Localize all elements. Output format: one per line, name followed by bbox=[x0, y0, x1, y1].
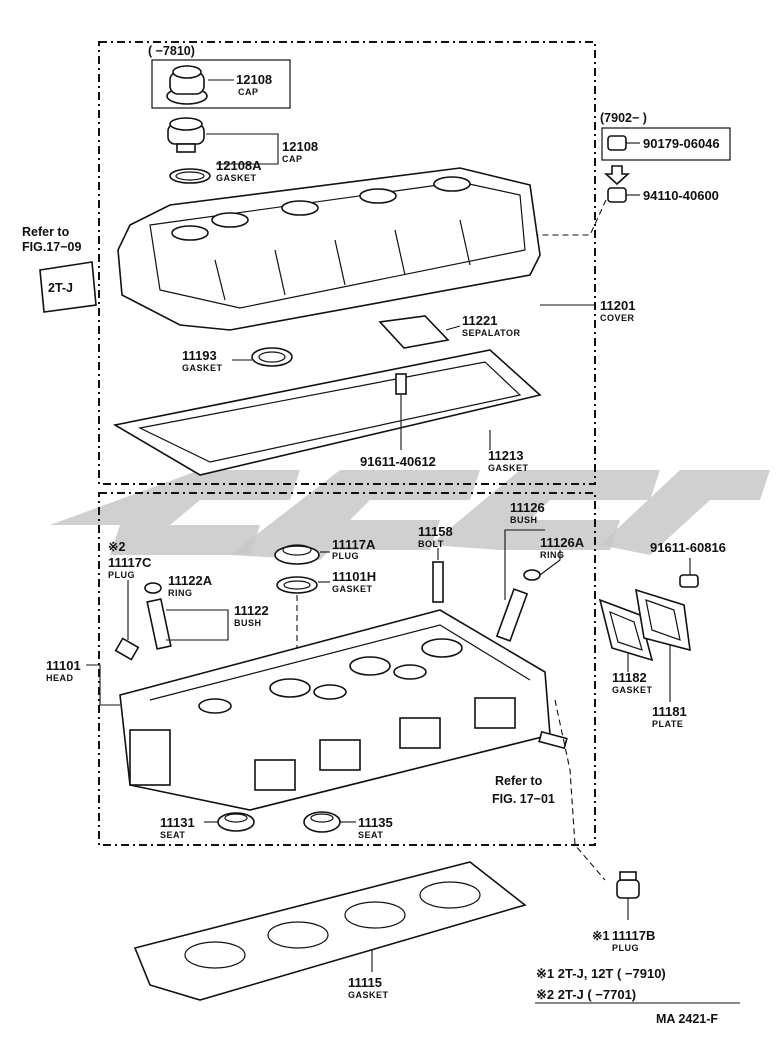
upper-group-frame bbox=[98, 41, 596, 485]
gasket-11115-name: GASKET bbox=[348, 990, 389, 1000]
plate-11181-number: 11181 bbox=[652, 704, 687, 719]
cover-name: COVER bbox=[600, 313, 635, 323]
gasket-11182-name: GASKET bbox=[612, 685, 653, 695]
bolt-91611-40612-number: 91611-40612 bbox=[360, 454, 436, 469]
seat-11131-name: SEAT bbox=[160, 830, 185, 840]
gasket-11213 bbox=[112, 349, 542, 476]
bush-11122-name: BUSH bbox=[234, 618, 262, 628]
seat-11135-name: SEAT bbox=[358, 830, 383, 840]
gasket-11182-number: 11182 bbox=[612, 670, 647, 685]
stud-bolt bbox=[538, 730, 568, 750]
cap-12108-a bbox=[166, 65, 208, 105]
bolt-91611-40612 bbox=[395, 373, 407, 395]
plug-11117c-mark: ※2 bbox=[108, 540, 125, 554]
nut-94110-number: 94110-40600 bbox=[643, 188, 719, 203]
cap-a-name: CAP bbox=[238, 87, 259, 97]
gasket-12108a bbox=[169, 168, 211, 184]
emblem-text: 2T-J bbox=[48, 281, 73, 295]
ring-11122a-name: RING bbox=[168, 588, 193, 598]
gasket-11101h-number: 11101H bbox=[332, 569, 376, 584]
top-range-label: ( −7810) bbox=[148, 44, 195, 58]
ring-11122a-number: 11122A bbox=[168, 573, 213, 588]
plug-11117b-number: 11117B bbox=[612, 928, 655, 943]
refer-bottom-line1: Refer to bbox=[495, 774, 543, 788]
plate-11181-name: PLATE bbox=[652, 719, 683, 729]
bolt-11158-name: BOLT bbox=[418, 539, 444, 549]
gasket-11115 bbox=[133, 861, 527, 1001]
cap-a-number: 12108 bbox=[236, 72, 272, 87]
footnote-1: ※1 2T-J, 12T ( −7910) bbox=[536, 966, 666, 981]
gasket-11115-number: 11115 bbox=[348, 975, 382, 990]
refer-top-line2: FIG.17−09 bbox=[22, 240, 81, 254]
gasket-11193 bbox=[251, 347, 293, 367]
separator-name: SEPALATOR bbox=[462, 328, 521, 338]
ring-11126a bbox=[523, 569, 541, 581]
gasket-11182 bbox=[598, 598, 654, 662]
seat-11131-number: 11131 bbox=[160, 815, 195, 830]
plug-11117a-name: PLUG bbox=[332, 551, 359, 561]
plate-11181 bbox=[634, 588, 691, 652]
separator-number: 11221 bbox=[462, 313, 497, 328]
seat-11135 bbox=[303, 811, 341, 833]
gasket-12108a-number: 12108A bbox=[216, 158, 262, 173]
lower-group-frame bbox=[98, 492, 596, 846]
plug-11117a-number: 11117A bbox=[332, 537, 376, 552]
plug-11117c bbox=[114, 637, 140, 661]
gasket-12108a-name: GASKET bbox=[216, 173, 257, 183]
bolt-11158-number: 11158 bbox=[418, 524, 453, 539]
bolt-91611-60816-number: 91611-60816 bbox=[650, 540, 726, 555]
down-arrow-icon bbox=[603, 165, 631, 186]
top-cap-box bbox=[151, 59, 291, 109]
plug-11117a bbox=[274, 544, 320, 565]
plug-11117b-name: PLUG bbox=[612, 943, 639, 953]
head-name: HEAD bbox=[46, 673, 74, 683]
right-range-label: (7902− ) bbox=[600, 111, 647, 125]
refer-bottom-line2: FIG. 17−01 bbox=[492, 792, 555, 806]
bolt-91611-60816 bbox=[679, 574, 699, 588]
gasket-11213-name: GASKET bbox=[488, 463, 529, 473]
nut-94110-40600 bbox=[607, 187, 627, 203]
separator-11221 bbox=[378, 315, 450, 349]
ring-11126a-name: RING bbox=[540, 550, 565, 560]
bush-11122 bbox=[146, 598, 172, 650]
gasket-11101h bbox=[276, 576, 318, 594]
plug-11117b-mark: ※1 bbox=[592, 929, 609, 943]
cover-number: 11201 bbox=[600, 298, 635, 313]
ring-11122a bbox=[144, 582, 162, 594]
gasket-11213-number: 11213 bbox=[488, 448, 523, 463]
head-number: 11101 bbox=[46, 658, 81, 673]
plug-11117b bbox=[616, 871, 640, 899]
footnote-2: ※2 2T-J ( −7701) bbox=[536, 987, 636, 1002]
bush-11122-number: 11122 bbox=[234, 603, 269, 618]
cap-12108-b bbox=[167, 117, 205, 153]
emblem-plate bbox=[39, 261, 97, 313]
seat-11131 bbox=[217, 812, 255, 832]
gasket-11101h-name: GASKET bbox=[332, 584, 373, 594]
gasket-11193-number: 11193 bbox=[182, 348, 217, 363]
right-bolt-box bbox=[601, 127, 731, 161]
seat-11135-number: 11135 bbox=[358, 815, 393, 830]
valve-cover bbox=[117, 167, 541, 331]
bolt-90179-06046 bbox=[607, 135, 627, 151]
watermark-logo bbox=[50, 470, 770, 560]
gasket-11193-name: GASKET bbox=[182, 363, 223, 373]
bush-11126 bbox=[495, 588, 529, 642]
refer-top-line1: Refer to bbox=[22, 225, 70, 239]
cap-b-name: CAP bbox=[282, 154, 303, 164]
cylinder-head-11101 bbox=[119, 609, 551, 811]
cap-b-number: 12108 bbox=[282, 139, 318, 154]
bolt-11158 bbox=[432, 561, 444, 603]
figure-code: MA 2421-F bbox=[656, 1012, 718, 1026]
bush-11126-number: 11126 bbox=[510, 500, 545, 515]
plug-11117c-number: 11117C bbox=[108, 555, 152, 570]
plug-11117c-name: PLUG bbox=[108, 570, 135, 580]
bolt-90179-number: 90179-06046 bbox=[643, 136, 720, 151]
ring-11126a-number: 11126A bbox=[540, 535, 585, 550]
bush-11126-name: BUSH bbox=[510, 515, 538, 525]
